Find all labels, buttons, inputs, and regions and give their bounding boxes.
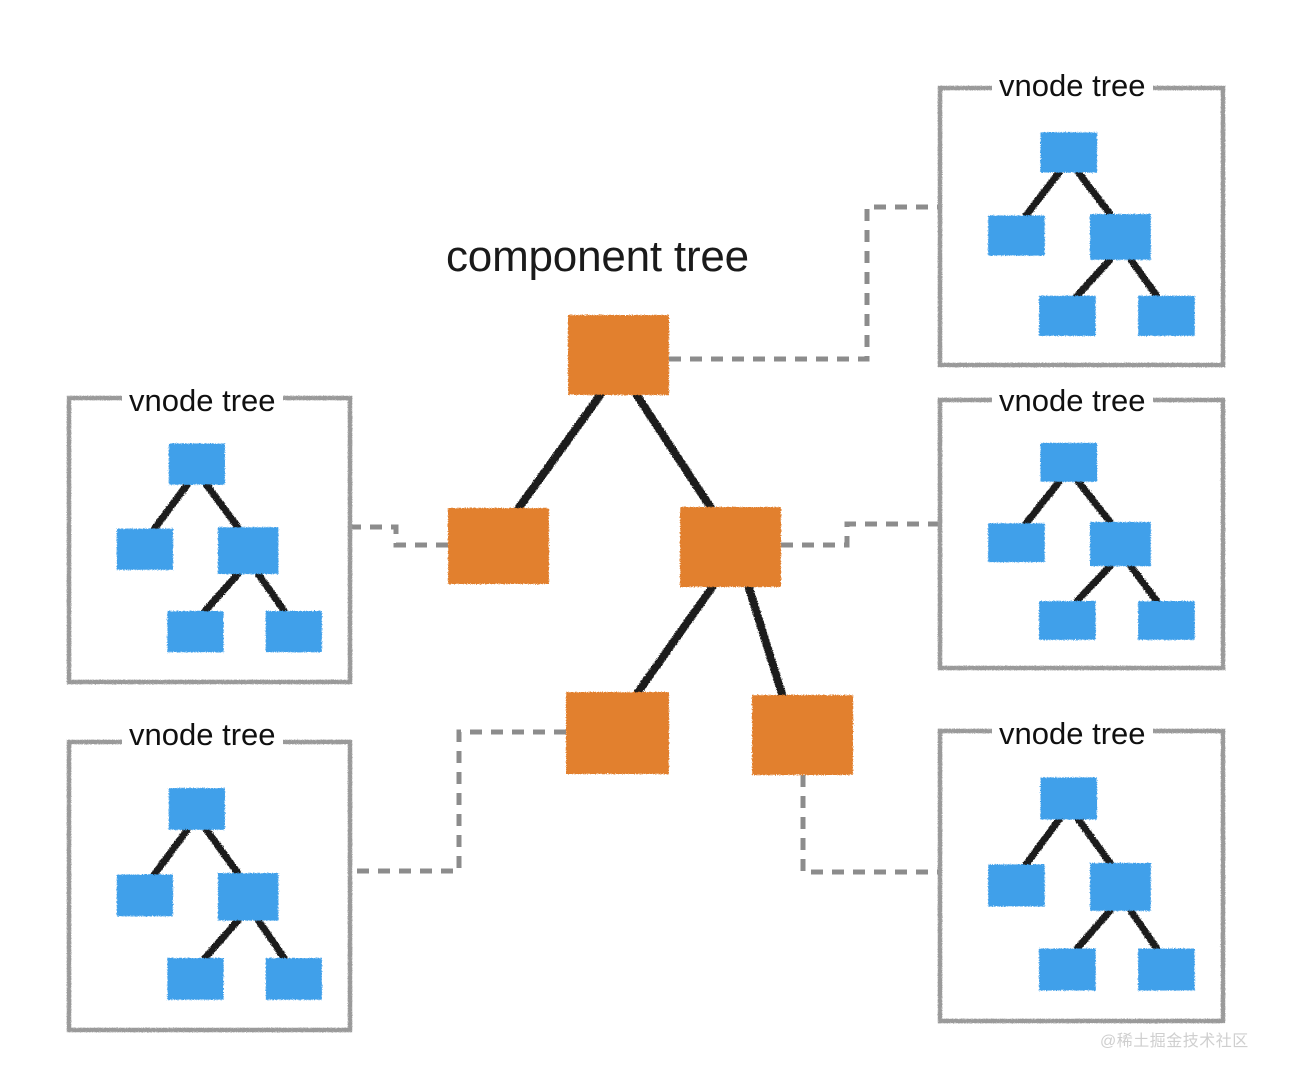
connector-child-left-to-left-upper-group <box>350 524 448 548</box>
vnode-tree-group-right-lower-vnode-node-leaf-left <box>1039 948 1096 991</box>
connector-root-to-top-right-group <box>669 204 940 362</box>
vnode-tree-group-top-right-vnode-node-root <box>1040 132 1098 173</box>
component-node-leaf-right <box>752 695 853 775</box>
connector-leaf-right-to-right-lower-group <box>800 775 940 875</box>
vnode-tree-group-right-middle-vnode-node-child-right <box>1089 521 1151 567</box>
vnode-tree-group-top-right-vnode-node-child-right <box>1089 214 1151 260</box>
watermark-text: @稀土掘金技术社区 <box>1100 1033 1249 1050</box>
page-title: component tree <box>446 232 749 281</box>
component-tree-edges <box>514 391 787 699</box>
vnode-tree-group-top-right-vnode-edge-root-right <box>1074 168 1114 218</box>
vnode-tree-group-right-middle-vnode-edge-right-leaf-left <box>1073 562 1114 605</box>
vnode-tree-group-right-middle-vnode-edge-right-leaf-right <box>1127 562 1161 605</box>
vnode-tree-group-right-lower-vnode-edge-right-leaf-left <box>1073 907 1114 952</box>
vnode-tree-group-left-lower-vnode-edge-root-left <box>150 826 191 878</box>
vnode-tree-group-right-lower-vnode-edge-root-right <box>1074 815 1114 867</box>
vnode-tree-group-right-middle-vnode-edge-root-left <box>1022 478 1063 527</box>
component-node-root <box>568 315 669 395</box>
vnode-tree-group-right-lower-vnode-edge-right-leaf-right <box>1127 907 1161 952</box>
vnode-tree-group-left-upper-vnode-node-leaf-left <box>167 611 224 653</box>
vnode-tree-group-top-right-vnode-node-leaf-left <box>1039 295 1096 336</box>
vnode-tree-group-top-right-vnode-edge-root-left <box>1022 168 1063 219</box>
vnode-tree-group-left-upper-vnode-edge-root-left <box>150 481 191 533</box>
connector-lines-group <box>350 204 940 875</box>
vnode-tree-group-top-right-vnode-node-child-left <box>988 215 1045 256</box>
component-node-leaf-left <box>566 692 669 774</box>
vnode-tree-group-left-upper-vnode-edge-right-leaf-left <box>201 570 242 615</box>
vnode-tree-group-left-upper-vnode-edge-right-leaf-right <box>254 570 288 615</box>
component-tree-nodes <box>448 315 853 775</box>
component-node-child-right <box>680 507 781 587</box>
vnode-tree-group-left-lower-vnode-node-child-left <box>116 874 173 917</box>
component-edge-root-left <box>514 391 605 512</box>
component-node-child-left <box>448 508 549 584</box>
vnode-tree-group-left-lower-vnode-node-root <box>168 788 225 830</box>
vnode-tree-group-right-middle-label: vnode tree <box>992 385 1153 416</box>
vnode-tree-group-right-lower-vnode-node-leaf-right <box>1138 948 1195 991</box>
vnode-tree-group-right-middle-vnode-node-root <box>1040 442 1098 482</box>
vnode-tree-group-right-lower-vnode-edge-root-left <box>1022 815 1063 868</box>
vnode-tree-group-top-right-vnode-edge-right-leaf-right <box>1127 256 1161 300</box>
vnode-tree-group-left-lower-vnode-node-leaf-left <box>167 958 224 1000</box>
vnode-tree-group-left-lower-vnode-edge-right-leaf-right <box>254 917 288 962</box>
connector-child-right-to-right-middle-group <box>781 521 940 548</box>
vnode-tree-group-left-upper-vnode-node-leaf-right <box>265 611 322 653</box>
vnode-tree-group-right-lower-label: vnode tree <box>992 718 1153 749</box>
component-edge-right-leaf-right <box>744 583 787 699</box>
vnode-tree-group-left-upper-vnode-node-child-left <box>116 528 173 570</box>
vnode-tree-group-left-lower-vnode-node-child-right <box>217 873 279 921</box>
vnode-tree-group-right-lower-vnode-node-root <box>1040 777 1098 820</box>
vnode-tree-group-left-upper-vnode-edge-root-right <box>202 481 242 531</box>
vnode-tree-group-right-lower-vnode-node-child-left <box>988 864 1045 907</box>
vnode-tree-group-top-right-label: vnode tree <box>992 70 1153 101</box>
vnode-tree-group-left-upper-vnode-node-root <box>168 443 225 485</box>
vnode-tree-group-left-lower-label: vnode tree <box>122 719 283 750</box>
component-edge-right-leaf-left <box>634 583 717 696</box>
vnode-tree-group-top-right-vnode-edge-right-leaf-left <box>1073 256 1114 300</box>
vnode-tree-group-left-lower-vnode-node-leaf-right <box>265 958 322 1000</box>
component-edge-root-right <box>632 391 715 511</box>
vnode-trees-group <box>116 132 1195 1000</box>
vnode-tree-group-top-right-vnode-node-leaf-right <box>1138 295 1195 336</box>
vnode-tree-group-right-middle-vnode-node-leaf-left <box>1039 601 1096 640</box>
vnode-tree-group-left-lower-vnode-edge-root-right <box>202 826 242 877</box>
vnode-tree-group-right-lower-vnode-node-child-right <box>1089 862 1151 911</box>
vnode-tree-group-left-lower-vnode-edge-right-leaf-left <box>201 917 242 962</box>
connector-leaf-left-to-left-lower-group <box>350 729 566 874</box>
vnode-tree-group-right-middle-vnode-edge-root-right <box>1074 478 1114 526</box>
vnode-tree-group-left-upper-vnode-node-child-right <box>217 527 279 575</box>
vnode-tree-group-left-upper-label: vnode tree <box>122 385 283 416</box>
vnode-tree-group-right-middle-vnode-node-leaf-right <box>1138 601 1195 640</box>
vnode-tree-group-right-middle-vnode-node-child-left <box>988 523 1045 563</box>
